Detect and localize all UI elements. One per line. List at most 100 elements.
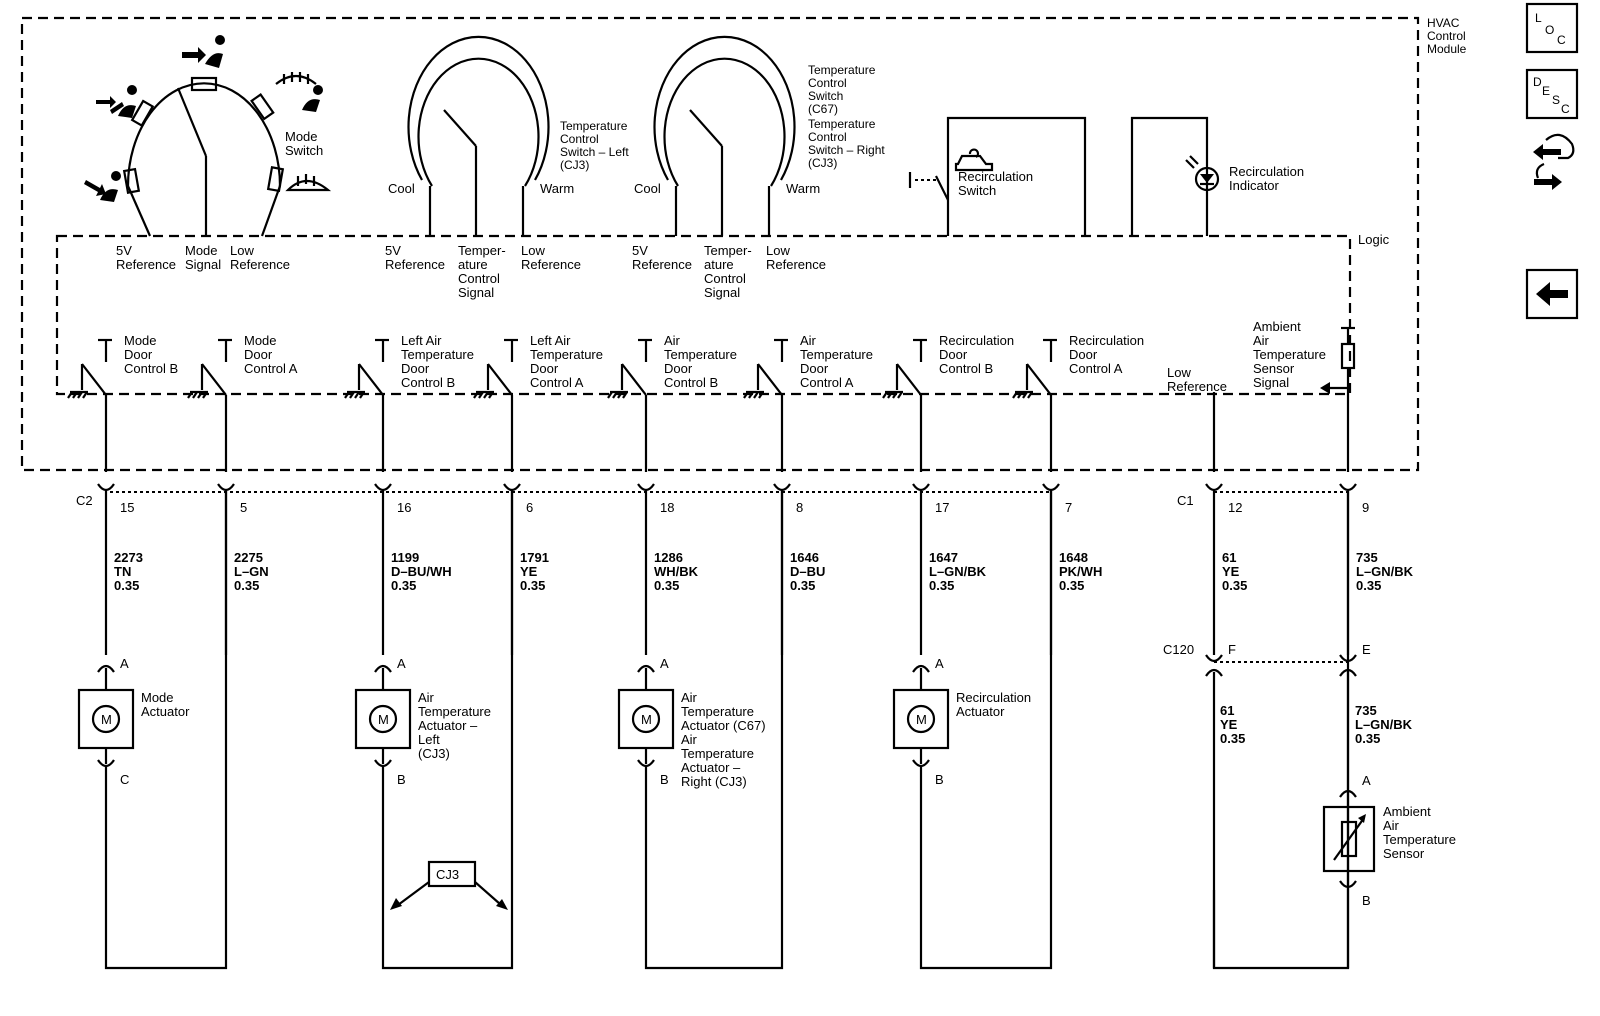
c1-label: C1 (1177, 493, 1194, 508)
return-wire-4 (919, 490, 1053, 970)
temp-left-cool: Cool (388, 181, 415, 196)
location-button[interactable]: L O C (1525, 2, 1579, 54)
lower-wire-61: 61 YE 0.35 (1220, 703, 1245, 746)
logic-label: Logic (1358, 232, 1390, 247)
ambient-signal-label: Ambient Air Temperature Sensor Signal (1253, 319, 1330, 390)
svg-text:A: A (397, 656, 406, 671)
temp-right-pin-signal: Temper- ature Control Signal (704, 243, 755, 300)
svg-text:C: C (1561, 102, 1570, 116)
temp-left-pin-5v: 5V Reference (385, 243, 445, 272)
svg-text:A: A (660, 656, 669, 671)
motor-icon: M (641, 712, 652, 727)
ambient-sensor-pin-a: A (1362, 773, 1371, 788)
svg-text:B: B (397, 772, 406, 787)
mode-switch-label: Mode Switch (285, 129, 323, 158)
temp-switch-left: Cool Warm Temperature Control Switch – L… (388, 35, 632, 236)
back-button[interactable] (1525, 268, 1579, 320)
pin-17: 17 (935, 500, 949, 515)
temp-switch-right: Cool Warm Temperature Control Switch (C6… (634, 35, 885, 236)
pin-7: 7 (1065, 500, 1072, 515)
hvac-module-outline (20, 16, 1420, 472)
c120-terminals (1205, 654, 1357, 968)
led-rays-icon (1185, 155, 1199, 169)
svg-text:S: S (1552, 93, 1560, 107)
svg-text:A: A (935, 656, 944, 671)
temp-right-warm: Warm (786, 181, 820, 196)
connector-end-view-icon[interactable] (1533, 133, 1575, 190)
c120-pin-f: F (1228, 642, 1236, 657)
motor-icon: M (916, 712, 927, 727)
temp-right-pin-5v: 5V Reference (632, 243, 692, 272)
motor-icon: M (378, 712, 389, 727)
pin-18: 18 (660, 500, 674, 515)
mode-switch-pin-5v: 5V Reference (116, 243, 176, 272)
vent-floor-icon (84, 171, 121, 202)
return-wire-2 (381, 490, 514, 970)
temp-switch-left-label: Temperature Control Switch – Left (CJ3) (560, 119, 632, 172)
vent-defog-icon (275, 72, 323, 112)
vent-face-icon (182, 35, 225, 68)
temp-right-pin-lowref: Low Reference (766, 243, 826, 272)
pin-15: 15 (120, 500, 134, 515)
svg-text:O: O (1545, 23, 1554, 37)
recirc-switch-label: Recirculation Switch (958, 169, 1037, 198)
description-button[interactable]: D E S C (1525, 68, 1579, 120)
c120-label: C120 (1163, 642, 1194, 657)
ambient-pullup (1320, 326, 1356, 472)
lower-wire-735: 735 L–GN/BK 0.35 (1355, 703, 1416, 746)
recirc-indicator-label: Recirculation Indicator (1229, 164, 1308, 193)
svg-text:E: E (1542, 84, 1550, 98)
pin-16: 16 (397, 500, 411, 515)
return-wire-3 (644, 490, 784, 970)
return-wire-1 (104, 490, 228, 970)
mode-switch-pin-signal: Mode Signal (185, 243, 221, 272)
c2-label: C2 (76, 493, 93, 508)
cj3-option-label: CJ3 (436, 867, 459, 882)
ambient-sensor: A B Ambient Air Temperature Sensor (1322, 773, 1460, 908)
svg-text:C: C (120, 772, 129, 787)
temp-left-pin-signal: Temper- ature Control Signal (458, 243, 509, 300)
pin-5: 5 (240, 500, 247, 515)
svg-text:A: A (120, 656, 129, 671)
pin-8: 8 (796, 500, 803, 515)
vent-bilevel-icon (96, 85, 137, 118)
low-reference-label: Low Reference (1167, 365, 1227, 394)
ambient-sensor-label: Ambient Air Temperature Sensor (1383, 804, 1460, 861)
svg-text:L: L (1535, 11, 1542, 25)
car-recirc-icon (954, 148, 994, 172)
mode-switch-pin-lowref: Low Reference (230, 243, 290, 272)
mode-switch: Mode Switch (84, 35, 332, 237)
